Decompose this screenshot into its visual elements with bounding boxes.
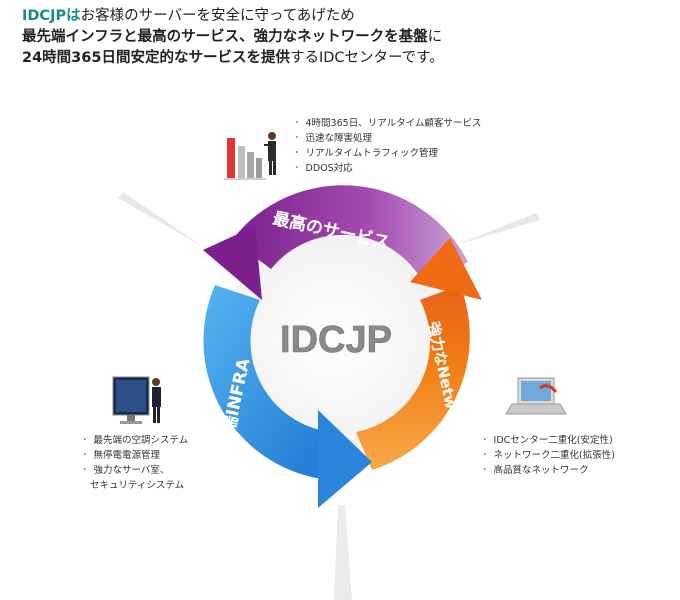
list-item: ・迅速な障害処理 (292, 133, 373, 144)
background-rays (118, 192, 540, 600)
list-item: ・最先端の空調システム (80, 435, 189, 446)
headline-line-1-text: お客様のサーバーを安全に守ってあげため (80, 8, 355, 24)
list-item: ・無停電電源管理 (80, 450, 161, 461)
list-item: ・高品質なネットワーク (480, 465, 589, 476)
list-item: ・4時間365日、リアルタイム顧客サービス (292, 118, 482, 129)
center-disc (223, 228, 447, 452)
headline-line-3-text: するIDCセンターです。 (289, 50, 444, 66)
list-item: ・DDOS対応 (292, 163, 353, 174)
center-logo: IDCJP (280, 319, 392, 361)
headline-brand: IDCJPは (22, 8, 81, 24)
infra-feature-list: ・最先端の空調システム ・無停電電源管理 ・強力なサーバ室、 セキュリティシステ… (80, 433, 188, 493)
infra-arc (203, 285, 372, 508)
list-item: セキュリティシステム (90, 480, 185, 491)
monitor-person-icon (112, 376, 161, 424)
network-feature-list: ・IDCセンター二重化(安定性) ・ネットワーク二重化(拡張性) ・高品質なネッ… (480, 433, 615, 478)
service-feature-list: ・4時間365日、リアルタイム顧客サービス ・迅速な障害処理 ・リアルタイムトラ… (292, 116, 481, 176)
list-item: ・IDCセンター二重化(安定性) (480, 435, 613, 446)
network-arc (356, 238, 482, 470)
headline-line-3-bold: 24時間365日間安定的なサービスを提供 (22, 50, 290, 66)
list-item: ・ネットワーク二重化(拡張性) (480, 450, 615, 461)
laptop-icon (505, 377, 567, 415)
list-item: ・リアルタイムトラフィック管理 (292, 148, 439, 159)
headline-line-1: IDCJPはお客様のサーバーを安全に守ってあげため (22, 6, 662, 27)
list-item: ・強力なサーバ室、 (80, 465, 170, 476)
headline-line-2-text: に (427, 29, 443, 45)
presentation-chart-icon (224, 132, 276, 180)
headline-line-2-bold: 最先端インフラと最高のサービス、強力なネットワークを基盤 (22, 29, 428, 45)
headline: IDCJPはお客様のサーバーを安全に守ってあげため 最先端インフラと最高のサービ… (22, 6, 662, 69)
headline-line-2: 最先端インフラと最高のサービス、強力なネットワークを基盤に (22, 27, 662, 48)
service-arc (203, 185, 468, 300)
headline-line-3: 24時間365日間安定的なサービスを提供するIDCセンターです。 (22, 48, 662, 69)
